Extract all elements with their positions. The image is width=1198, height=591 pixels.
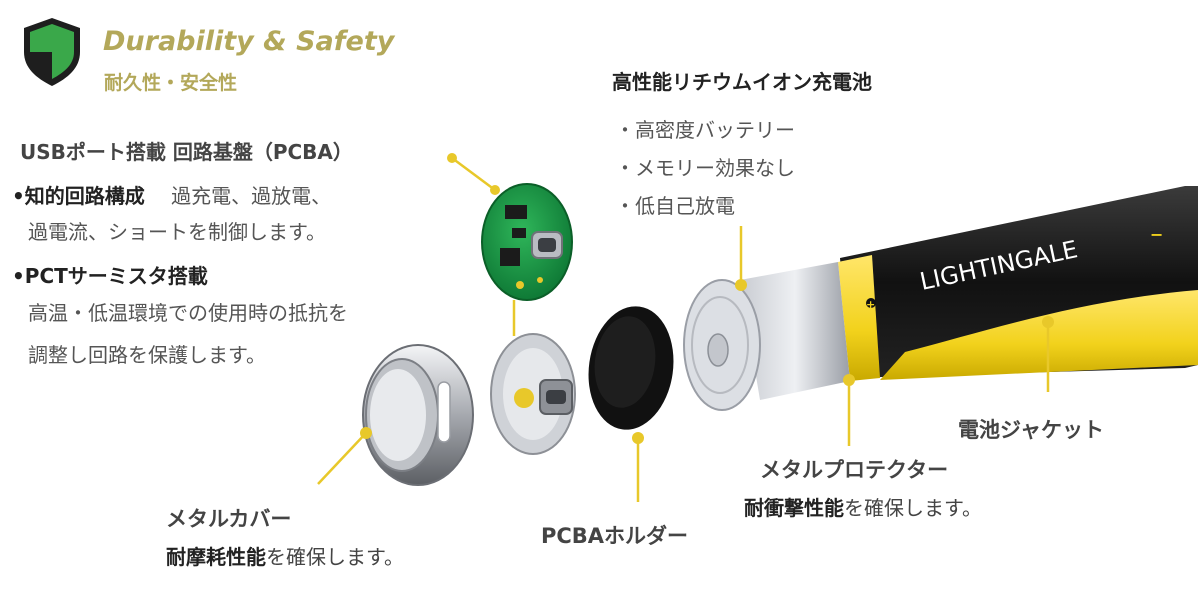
pcba-bullet-1-label: •知的回路構成 [12,184,145,208]
usb-port-disc [490,333,576,455]
svg-text:−: − [1150,225,1163,244]
metal-cover-ring [362,344,474,486]
pcba-bullet-1-text: 過充電、過放電、 [171,184,332,208]
pcba-bullet-2-label: •PCTサーミスタ搭載 [12,264,208,288]
header-title: Durability & Safety [103,26,395,57]
battery-feature-3: ・低自己放電 [615,194,735,218]
header-subtitle: 耐久性・安全性 [104,72,238,94]
pcba-holder [588,306,674,430]
pcb-circuit-board [481,183,573,301]
battery-feature-1: ・高密度バッテリー [615,118,795,142]
battery-title: 高性能リチウムイオン充電池 [612,70,872,94]
cover-desc-text: を確保します。 [266,545,404,569]
protector-label: メタルプロテクター [760,458,949,482]
jacket-label: 電池ジャケット [958,418,1104,442]
cover-desc: 耐摩耗性能を確保します。 [166,541,404,570]
pcba-title: USBポート搭載 回路基盤（PCBA） [20,140,353,164]
callout-lines [317,156,1050,502]
cover-desc-bold: 耐摩耗性能 [166,545,266,569]
protector-desc-bold: 耐衝撃性能 [744,496,844,520]
battery-body: − + [838,186,1198,381]
metal-protector [683,262,850,411]
pcba-bullet-1: •知的回路構成 過充電、過放電、 [12,180,331,209]
pcba-bullet-1-text-2: 過電流、ショートを制御します。 [28,220,326,244]
battery-feature-2: ・メモリー効果なし [615,156,795,180]
holder-label: PCBAホルダー [541,524,689,548]
callout-dots [360,153,1054,444]
svg-text:+: + [866,298,875,311]
shield-check-icon [24,18,80,86]
pcba-bullet-2-text-2: 調整し回路を保護します。 [28,343,266,367]
cover-label: メタルカバー [166,507,292,531]
protector-desc-text: を確保します。 [844,496,982,520]
protector-desc: 耐衝撃性能を確保します。 [744,492,982,521]
pcba-bullet-2-text: 高温・低温環境での使用時の抵抗を [28,301,348,325]
